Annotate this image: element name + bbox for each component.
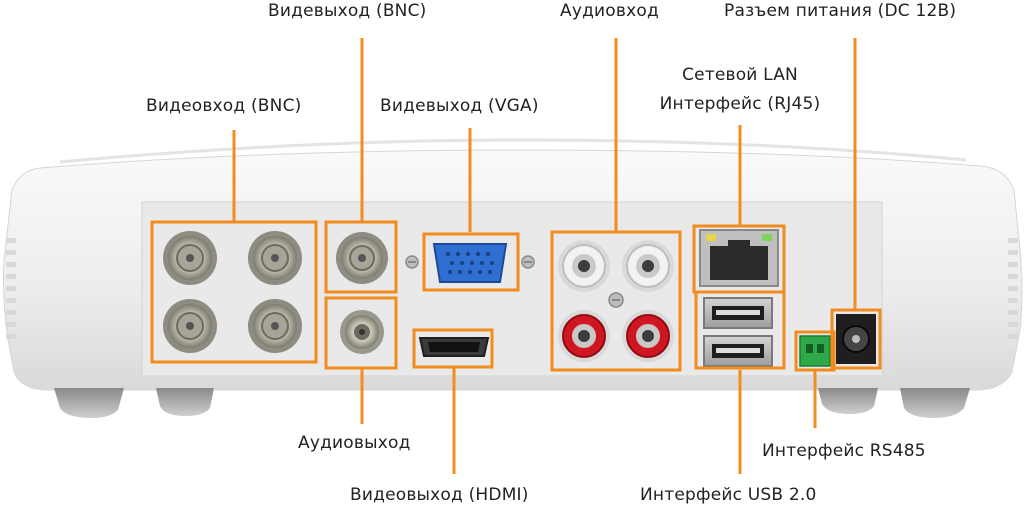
label-audio-in: Аудиовход — [560, 1, 659, 21]
rj45-lan-port — [692, 224, 786, 294]
bnc-video-inputs — [150, 220, 318, 364]
vga-connector — [405, 232, 535, 292]
dc-power-jack — [830, 308, 882, 370]
callout-lines — [232, 38, 857, 474]
audio-output-connector — [324, 296, 398, 370]
rca-audio-inputs — [550, 230, 682, 372]
label-lan-line1: Сетевой LAN — [682, 65, 798, 85]
label-usb: Интерфейс USB 2.0 — [640, 485, 817, 505]
label-rs485: Интерфейс RS485 — [762, 441, 926, 461]
usb-ports — [694, 290, 786, 370]
label-power: Разъем питания (DC 12В) — [724, 1, 957, 21]
rs485-terminal — [794, 330, 836, 372]
label-video-out-hdmi: Видеовыход (HDMI) — [350, 485, 529, 505]
hdmi-connector — [412, 328, 494, 369]
label-video-out-bnc: Видевыход (BNC) — [268, 1, 427, 21]
device-feet — [54, 388, 970, 418]
label-video-out-vga: Видевыход (VGA) — [380, 96, 539, 116]
label-audio-out: Аудиовыход — [298, 433, 411, 453]
label-video-in-bnc: Видеовход (BNC) — [146, 96, 302, 116]
bnc-video-output — [324, 220, 398, 294]
label-lan-line2: Интерфейс (RJ45) — [659, 94, 821, 114]
